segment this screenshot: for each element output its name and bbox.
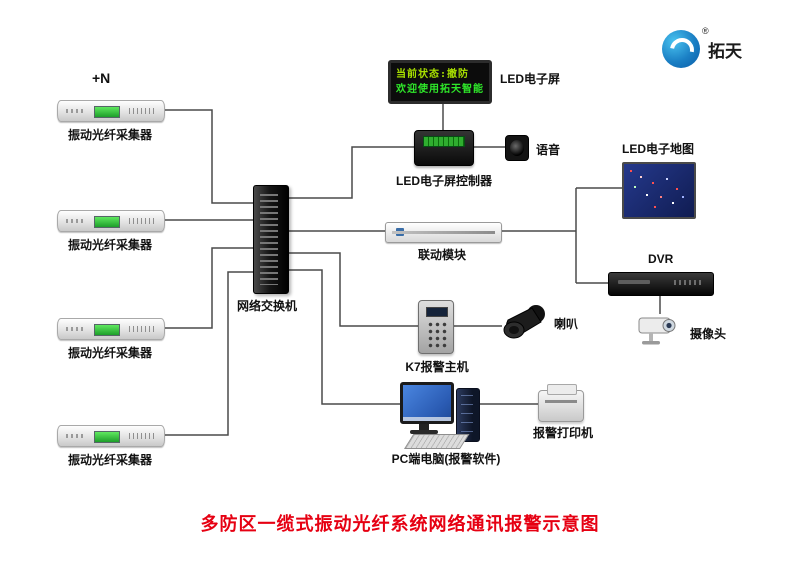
line-switch-alarmhost	[287, 252, 418, 327]
camera-label: 摄像头	[690, 327, 727, 341]
collector-display	[94, 431, 120, 443]
cctv-camera-icon	[638, 317, 676, 345]
voice-speaker	[505, 135, 529, 161]
pc-monitor	[400, 382, 454, 424]
alarm-host-label: K7报警主机	[405, 360, 469, 374]
switch-ports	[260, 194, 278, 285]
line-collector3-switch	[162, 247, 253, 329]
collector-buttons	[66, 327, 84, 331]
linkage-stripe	[392, 231, 495, 234]
pc-label: PC端电脑(报警软件)	[391, 452, 501, 466]
collector-display	[94, 106, 120, 118]
registered-mark: ®	[702, 26, 709, 36]
led-display-screen: 当前状态:撤防 欢迎使用拓天智能	[388, 60, 492, 104]
line-switch-pc	[287, 269, 400, 405]
fiber-collector-3	[57, 318, 165, 340]
led-controller-label: LED电子屏控制器	[395, 174, 492, 188]
collector-vents	[129, 218, 157, 224]
printer-label: 报警打印机	[532, 426, 593, 440]
led-screen-controller	[414, 130, 474, 166]
horn-label: 喇叭	[554, 317, 579, 331]
line-switch-ledcontroller	[287, 146, 414, 199]
monitor-taskbar	[403, 417, 451, 421]
network-switch-label: 网络交换机	[236, 299, 297, 313]
led-screen-line1: 当前状态:撤防	[396, 69, 470, 80]
voice-label: 语音	[536, 143, 561, 157]
controller-terminal-block	[423, 136, 465, 147]
fiber-collector-1	[57, 100, 165, 122]
fiber-collector-2-label: 振动光纤采集器	[67, 238, 152, 252]
dvr-disc-slot	[618, 280, 650, 284]
horn-speaker-icon	[503, 305, 545, 339]
collector-buttons	[66, 219, 84, 223]
collector-vents	[129, 108, 157, 114]
dvr-buttons	[674, 280, 704, 285]
collector-display	[94, 324, 120, 336]
monitor-base	[410, 430, 438, 434]
dvr-recorder	[608, 272, 714, 296]
printer-paper-tray	[547, 384, 577, 395]
alarm-host-display	[426, 307, 448, 317]
brand-name: 拓天	[708, 41, 742, 61]
brand-logo-icon: ®	[662, 26, 709, 68]
collector-buttons	[66, 434, 84, 438]
led-screen-label: LED电子屏	[500, 72, 561, 86]
alarm-printer	[538, 384, 584, 422]
map-indicator-dots	[630, 170, 632, 172]
fiber-collector-4-label: 振动光纤采集器	[67, 453, 152, 467]
network-switch	[253, 185, 289, 294]
fiber-collector-3-label: 振动光纤采集器	[67, 346, 152, 360]
led-map-label: LED电子地图	[622, 142, 695, 156]
monitor-stand	[419, 424, 429, 431]
led-screen-line2: 欢迎使用拓天智能	[396, 83, 484, 95]
brand-logo: ® 拓天	[662, 26, 742, 68]
collector-vents	[129, 433, 157, 439]
pc-keyboard	[404, 434, 470, 449]
k7-alarm-host	[418, 300, 454, 354]
dvr-label: DVR	[648, 252, 674, 266]
alarm-host-keypad	[426, 320, 447, 348]
fiber-collector-4	[57, 425, 165, 447]
fiber-collector-2	[57, 210, 165, 232]
collector-buttons	[66, 109, 84, 113]
pc-tower	[456, 388, 480, 442]
collector-vents	[129, 326, 157, 332]
line-collector4-switch	[162, 271, 253, 436]
collector-count-label: +N	[92, 70, 111, 86]
printer-output-slot	[545, 400, 577, 403]
line-collector1-switch	[162, 109, 253, 204]
collector-display	[94, 216, 120, 228]
fiber-collector-1-label: 振动光纤采集器	[67, 128, 152, 142]
linkage-module-label: 联动模块	[417, 248, 466, 262]
tower-vents	[461, 395, 473, 435]
led-electronic-map	[622, 162, 696, 219]
diagram-title: 多防区一缆式振动光纤系统网络通讯报警示意图	[200, 514, 600, 534]
linkage-module	[385, 222, 502, 243]
